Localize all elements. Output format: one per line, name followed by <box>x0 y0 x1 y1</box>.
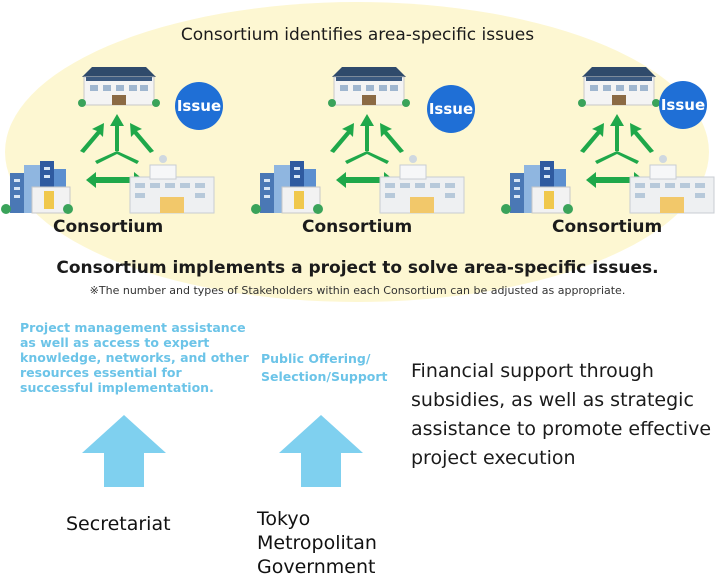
area-issues-title: Consortium identifies area-specific issu… <box>180 25 535 45</box>
government-support-text: Public Offering/ Selection/Support <box>261 351 388 384</box>
government-up-arrow <box>279 415 363 487</box>
issue-badge: Issue <box>427 85 475 133</box>
secretariat-support-text: Project management assistance as well as… <box>20 320 249 395</box>
consortium-group-1: Issue Consortium <box>0 65 223 240</box>
government-label: Tokyo Metropolitan Government <box>257 508 377 578</box>
issue-badge: Issue <box>175 82 223 130</box>
consortium-group-3: Issue Consortium <box>500 65 715 240</box>
consortium-label: Consortium <box>53 217 164 237</box>
consortium-group-2: Issue Consortium <box>250 65 475 240</box>
secretariat-label: Secretariat <box>66 513 171 535</box>
secretariat-up-arrow <box>82 415 166 487</box>
consortium-label: Consortium <box>552 217 663 237</box>
main-statement: Consortium implements a project to solve… <box>56 258 659 278</box>
issue-badge: Issue <box>659 81 707 129</box>
consortium-label: Consortium <box>302 217 413 237</box>
consortium-stakeholders-graphic <box>250 66 465 215</box>
financial-support-text: Financial support through subsidies, as … <box>411 360 712 469</box>
stakeholder-note: ※The number and types of Stakeholders wi… <box>89 284 626 297</box>
consortium-area-ellipse <box>5 2 709 302</box>
